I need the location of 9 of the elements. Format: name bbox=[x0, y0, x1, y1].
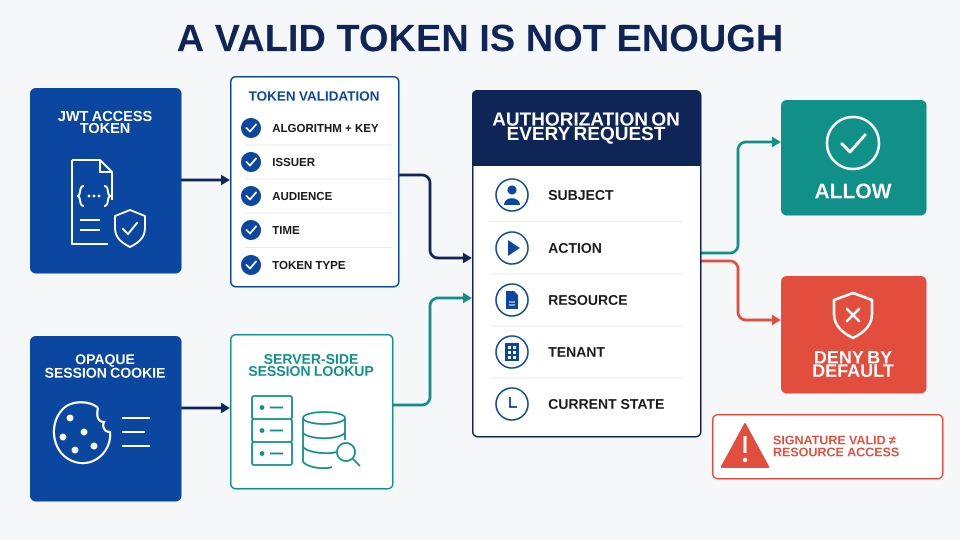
cookie-card: OPAQUE SESSION COOKIE bbox=[30, 336, 182, 502]
authorization-panel: AUTHORIZATION ON EVERY REQUEST SUBJECT ACTION RESOURCE TENANT CURRENT STATE bbox=[472, 90, 702, 438]
title: A VALID TOKEN IS NOT ENOUGH bbox=[178, 24, 781, 52]
deny-card: DENY BY DEFAULT bbox=[781, 276, 926, 394]
lookup-panel: SERVER-SIDE SESSION LOOKUP bbox=[230, 334, 394, 490]
allow-card: ALLOW bbox=[781, 100, 926, 216]
token-card: JWT ACCESS TOKEN bbox=[30, 88, 182, 274]
checklist-panel: TOKEN VALIDATION ALGORITHM + KEY ISSUER AUDIENCE TIME TOKEN TYPE bbox=[230, 76, 400, 288]
warning-note: SIGNATURE VALID ≠ RESOURCE ACCESS bbox=[712, 414, 944, 480]
